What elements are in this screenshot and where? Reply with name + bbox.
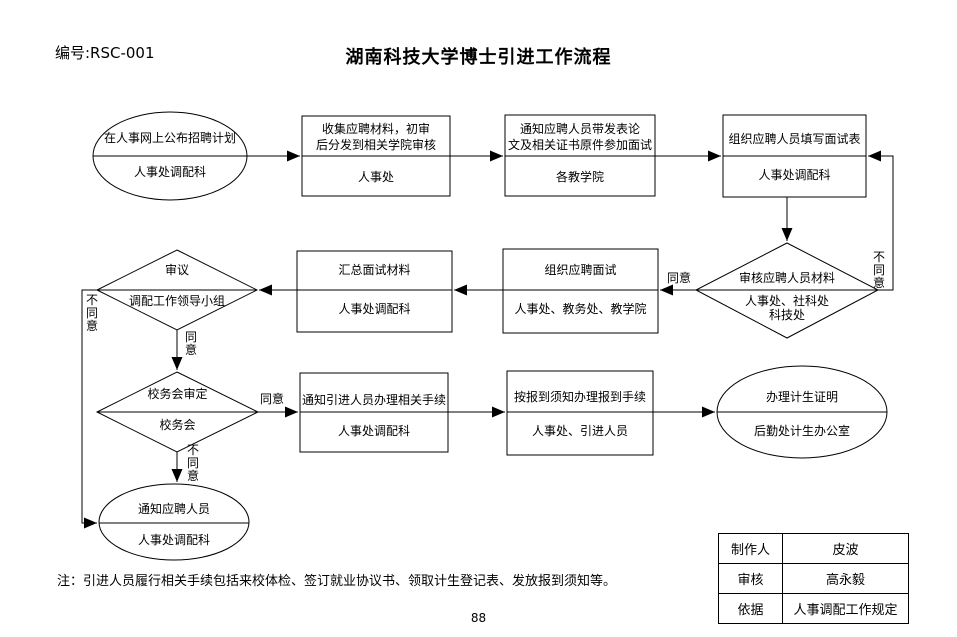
edge-label-disagree-review: 不同意 — [872, 250, 885, 290]
node-publish-recruit-plan-dept: 人事处调配科 — [133, 165, 206, 179]
node-notify-applicants-shape — [98, 483, 250, 561]
table-label-reviewer: 审核 — [719, 563, 783, 593]
table-value-maker: 皮波 — [832, 543, 859, 558]
node-family-planning-cert-dept: 后勤处计生办公室 — [753, 424, 850, 438]
node-collect-materials-action: 收集应聘材料，初审 后分发到相关学院审核 — [315, 122, 436, 152]
decision-school-council-action: 校务会审定 — [147, 387, 208, 401]
footnote: 注：引进人员履行相关手续包括来校体检、签订就业协议书、领取计生登记表、发放报到须… — [57, 574, 617, 589]
edge-label-agree-leadership: 同意 — [184, 330, 197, 357]
node-notify-procedures-action: 通知引进人员办理相关手续 — [301, 393, 446, 407]
decision-review-materials-dept: 人事处、社科处 科技处 — [744, 294, 829, 322]
edge-label-agree-review: 同意 — [666, 271, 691, 285]
table-label-maker: 制作人 — [719, 534, 783, 563]
table-label-basis: 依据 — [719, 593, 783, 623]
node-notify-applicants-dept: 人事处调配科 — [137, 533, 210, 547]
decision-review-materials-shape — [694, 242, 880, 339]
node-summarize-interview-materials-dept: 人事处调配科 — [338, 302, 411, 316]
doc-number: 编号:RSC-001 — [55, 44, 155, 62]
node-family-planning-cert-action: 办理计生证明 — [765, 390, 838, 404]
feedback-disagree-left — [81, 289, 97, 529]
decision-leadership-review-dept: 调配工作领导小组 — [128, 294, 225, 308]
node-organize-interview-shape — [502, 248, 659, 334]
node-notify-procedures-dept: 人事处调配科 — [337, 424, 410, 438]
decision-review-materials-action: 审核应聘人员材料 — [738, 271, 835, 285]
node-notify-applicants-action: 通知应聘人员 — [137, 502, 210, 516]
edge-label-disagree-council: 不同意 — [186, 443, 199, 483]
node-fill-interview-form-dept: 人事处调配科 — [758, 168, 831, 182]
node-checkin-procedures-dept: 人事处、引进人员 — [531, 424, 628, 438]
edge-label-disagree-leadership: 不同意 — [85, 293, 98, 333]
node-notify-bring-documents-action: 通知应聘人员带发表论 文及相关证书原件参加面试 — [507, 122, 652, 152]
node-fill-interview-form-action: 组织应聘人员填写面试表 — [728, 132, 861, 146]
node-organize-interview-dept: 人事处、教务处、教学院 — [514, 302, 647, 316]
node-checkin-procedures-action: 按报到须知办理报到手续 — [513, 390, 646, 404]
node-organize-interview-action: 组织应聘面试 — [544, 263, 617, 277]
node-notify-bring-documents-dept: 各教学院 — [555, 170, 604, 184]
edge-label-agree-council: 同意 — [259, 392, 284, 406]
maker-info-table: 制作人 皮波 审核 高永毅 依据 人事调配工作规定 — [718, 533, 909, 624]
table-value-reviewer: 高永毅 — [783, 563, 908, 593]
decision-leadership-review-action: 审议 — [164, 263, 189, 277]
node-checkin-procedures-shape — [506, 370, 654, 456]
decision-school-council-dept: 校务会 — [159, 418, 196, 432]
node-publish-recruit-plan-action: 在人事网上公布招聘计划 — [103, 131, 236, 145]
node-summarize-interview-materials-shape — [296, 250, 453, 333]
page-number: 88 — [470, 611, 487, 625]
node-collect-materials-dept: 人事处 — [357, 170, 394, 184]
feedback-disagree-right — [868, 150, 894, 291]
node-summarize-interview-materials-action: 汇总面试材料 — [338, 263, 411, 277]
page-title: 湖南科技大学博士引进工作流程 — [345, 47, 612, 68]
table-value-basis: 人事调配工作规定 — [783, 593, 908, 623]
